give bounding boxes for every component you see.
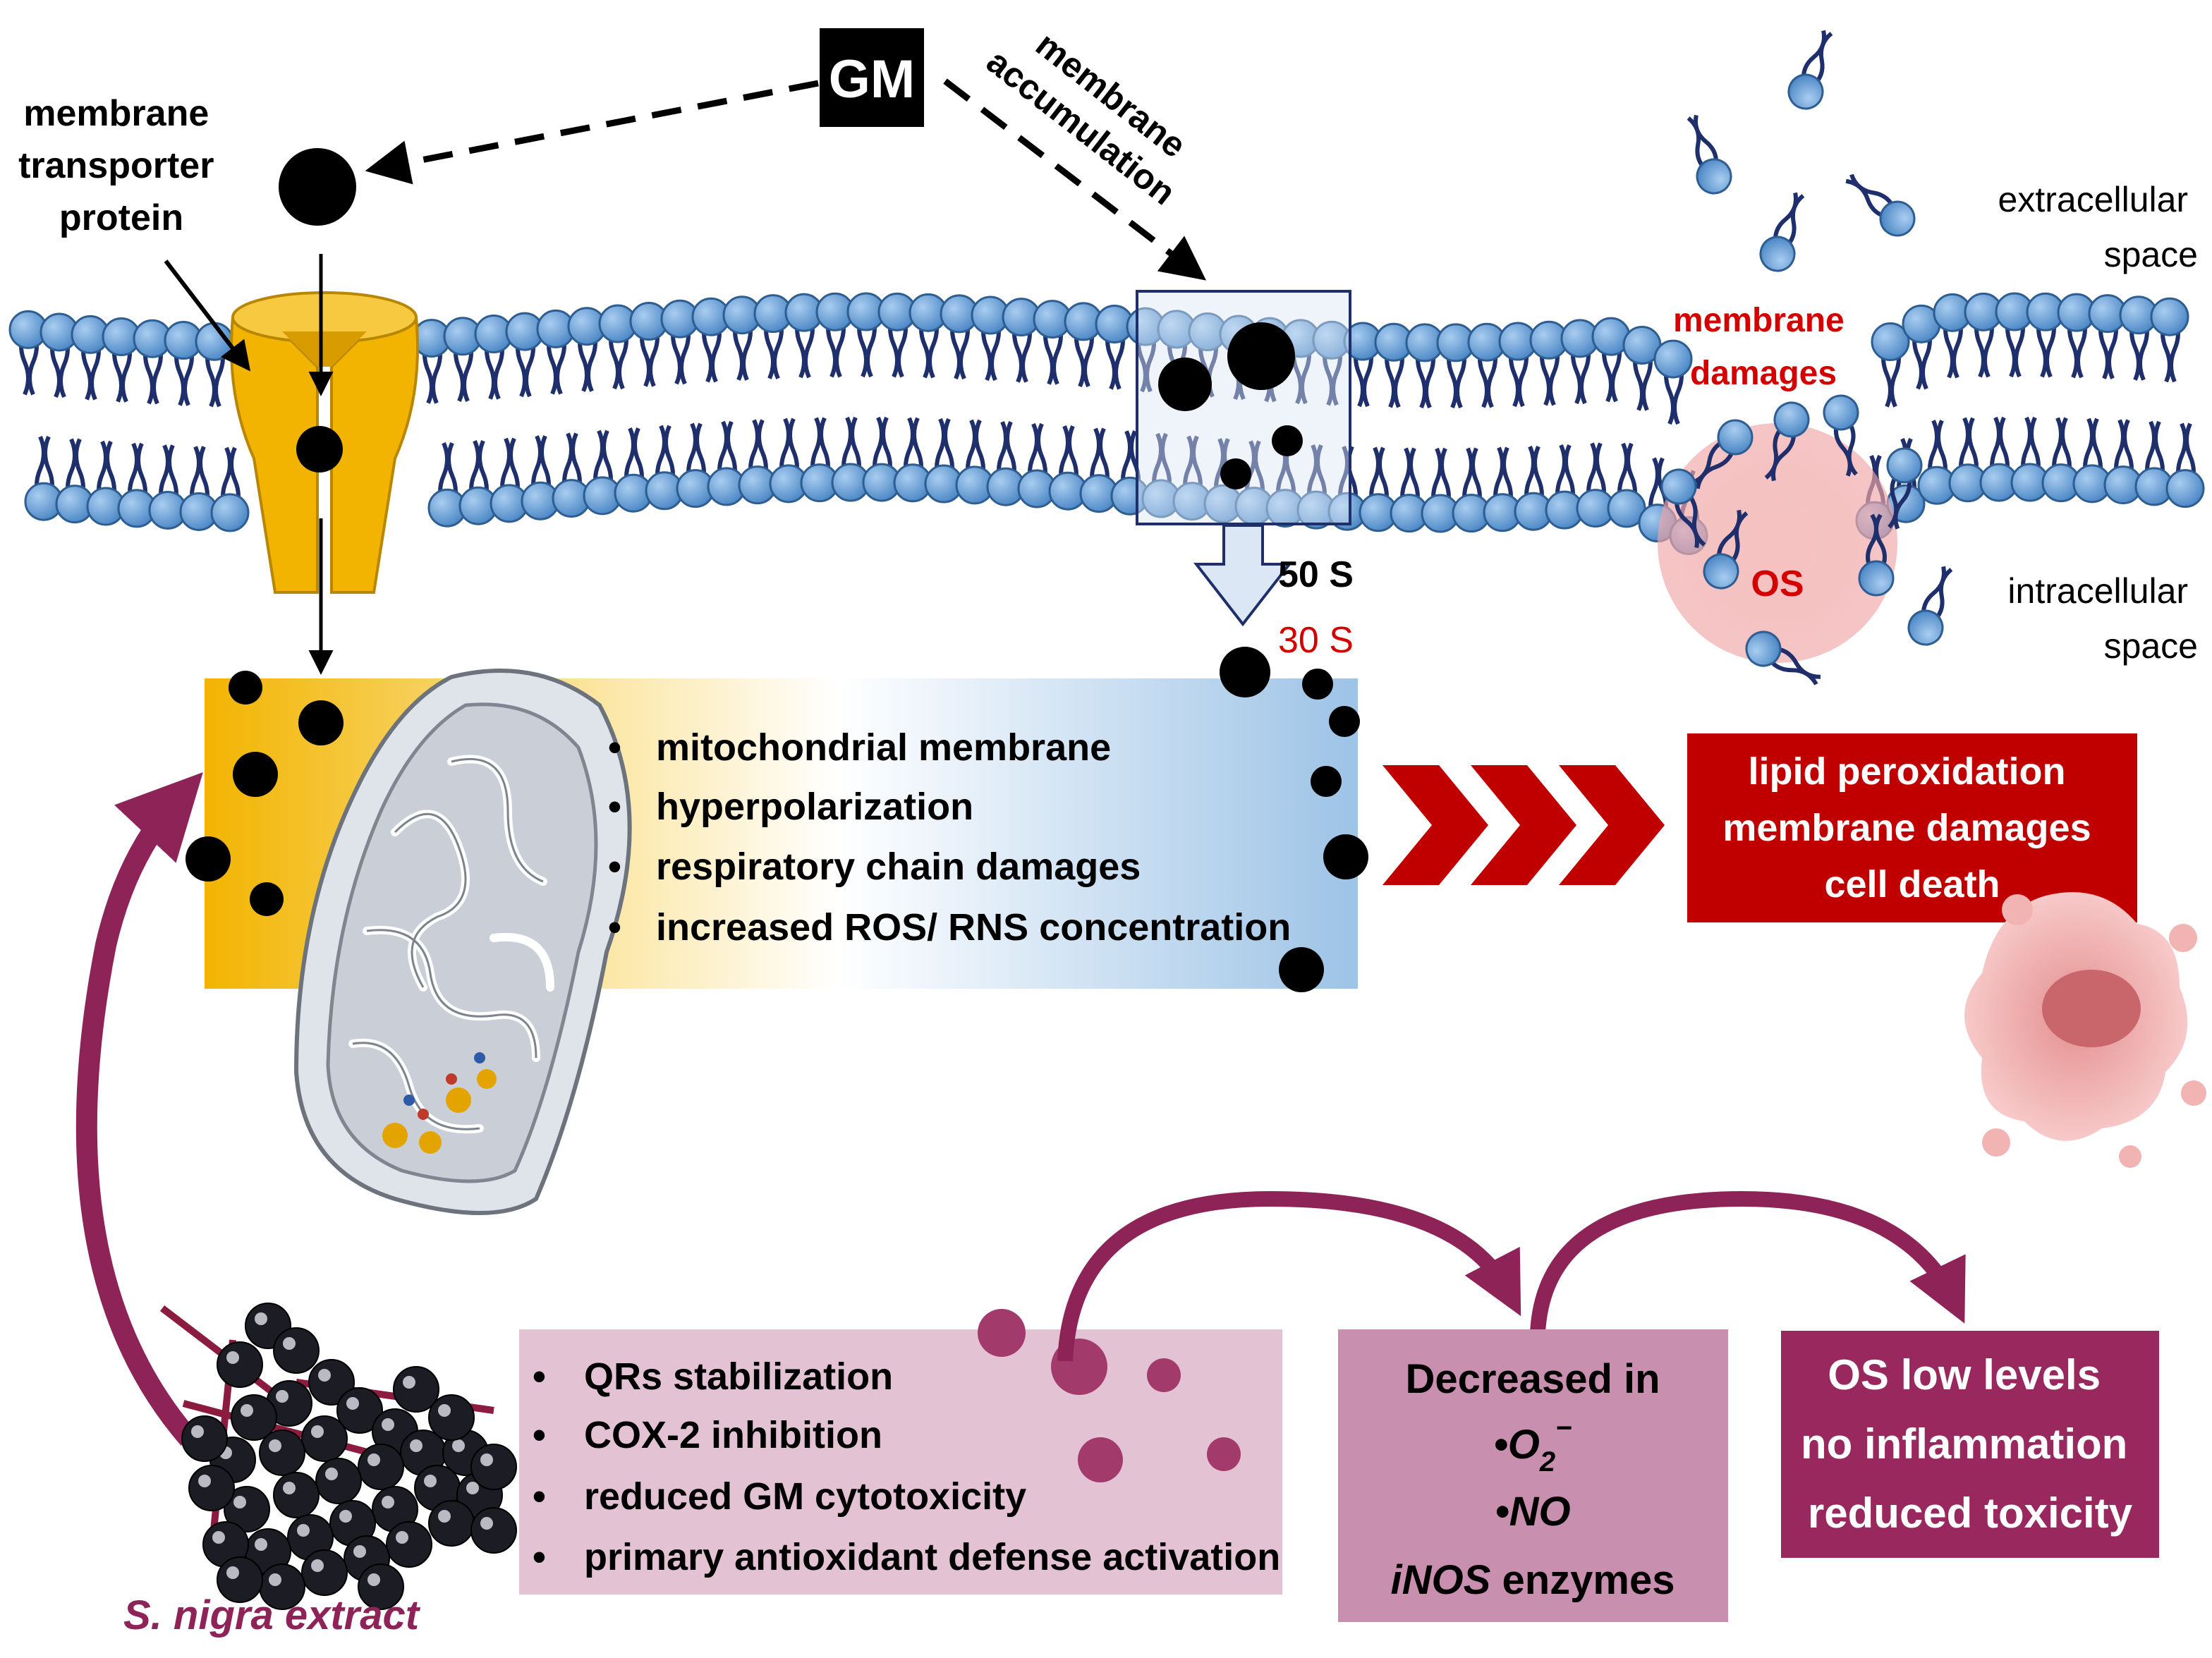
gm-label-box: GM	[820, 28, 924, 127]
os-label: OS	[1751, 563, 1804, 604]
extract-effect: reduced GM cytotoxicity	[584, 1475, 1026, 1518]
mito-effect: respiratory chain damages	[656, 846, 1141, 888]
svg-text:•: •	[608, 726, 621, 769]
final-outcome-box	[1781, 1331, 2159, 1558]
svg-text:•: •	[533, 1414, 546, 1456]
extract-effect: primary antioxidant defense activation	[584, 1536, 1280, 1578]
svg-text:•: •	[608, 906, 621, 949]
gm-molecule	[1272, 425, 1303, 456]
ribosome-down-arrow	[1193, 524, 1293, 627]
extract-label: S. nigra extract	[123, 1592, 421, 1638]
gm-molecule	[279, 148, 356, 226]
mito-effect: hyperpolarization	[656, 786, 973, 828]
gm-to-membrane-arrow	[943, 78, 1207, 281]
mitochondria-effects-list: • mitochondrial membrane • hyperpolarizati…	[608, 726, 1291, 949]
gm-molecule	[1227, 322, 1295, 390]
decreased-title: Decreased in	[1405, 1356, 1660, 1402]
superoxide-label: •O2−	[1493, 1413, 1572, 1477]
gm-to-transporter-arrow	[365, 80, 819, 185]
mitochondrion-illustration	[293, 669, 632, 1215]
mito-effect: mitochondrial membrane	[656, 726, 1111, 769]
outcome-arrow	[1530, 1190, 1966, 1334]
extract-effect: COX-2 inhibition	[584, 1414, 882, 1456]
membrane-accumulation-box	[1136, 290, 1351, 525]
extract-to-mito-arrow	[75, 772, 203, 1446]
outcome-box	[1687, 733, 2137, 922]
elderberry-cluster-icon	[159, 1303, 517, 1610]
svg-text:•: •	[533, 1355, 546, 1398]
membrane-accumulation-label: membrane accumulation	[980, 7, 1210, 212]
decreased-box	[1338, 1329, 1728, 1622]
membrane-damages-label: membrane damages	[1673, 302, 1854, 392]
svg-text:•: •	[608, 846, 621, 888]
gm-molecule	[1158, 358, 1212, 411]
extract-effect: QRs stabilization	[584, 1355, 893, 1398]
mito-effect: increased ROS/ RNS concentration	[656, 906, 1291, 949]
svg-text:•: •	[533, 1475, 546, 1518]
nitric-oxide-label: •NO	[1495, 1489, 1570, 1535]
svg-text:•: •	[533, 1536, 546, 1578]
outcome-text: lipid peroxidation membrane damages cell…	[1722, 750, 2101, 906]
lipid-bilayer-membrane	[8, 292, 2205, 556]
svg-text:•: •	[608, 786, 621, 828]
extract-effects-list: • QRs stabilization • COX-2 inhibition • re…	[533, 1355, 1280, 1578]
final-outcome-text: OS low levels no inflammation reduced to…	[1801, 1351, 2139, 1537]
decrease-arrow	[1057, 1190, 1521, 1362]
free-lipids	[1660, 30, 1953, 685]
transporter-label: membrane transporter protein	[18, 93, 224, 238]
ribosome-30s-label: 30 S	[1278, 620, 1354, 661]
intracellular-label: intracellular space	[2007, 571, 2198, 666]
gm-molecule	[296, 426, 343, 473]
transporter-pointer-arrow	[164, 260, 251, 372]
progression-chevrons	[1382, 765, 1665, 885]
os-damage-zone	[1658, 423, 1897, 663]
dying-cell-icon	[1964, 892, 2206, 1168]
gm-label: GM	[829, 49, 915, 109]
extracellular-label: extracellular space	[1998, 180, 2198, 274]
ribosome-50s-label: 50 S	[1278, 554, 1354, 595]
inos-label: iNOS enzymes	[1391, 1557, 1675, 1603]
membrane-transporter-protein	[230, 291, 419, 594]
gm-molecule	[1220, 458, 1251, 489]
